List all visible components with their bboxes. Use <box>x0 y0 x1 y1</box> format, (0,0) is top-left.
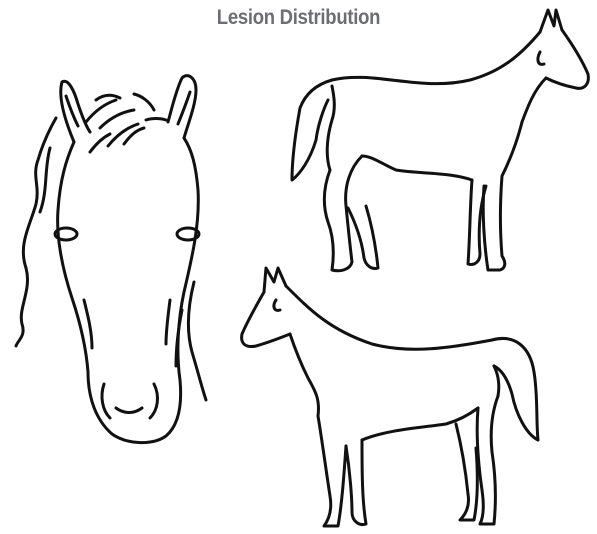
left-horse-outline <box>242 268 538 526</box>
